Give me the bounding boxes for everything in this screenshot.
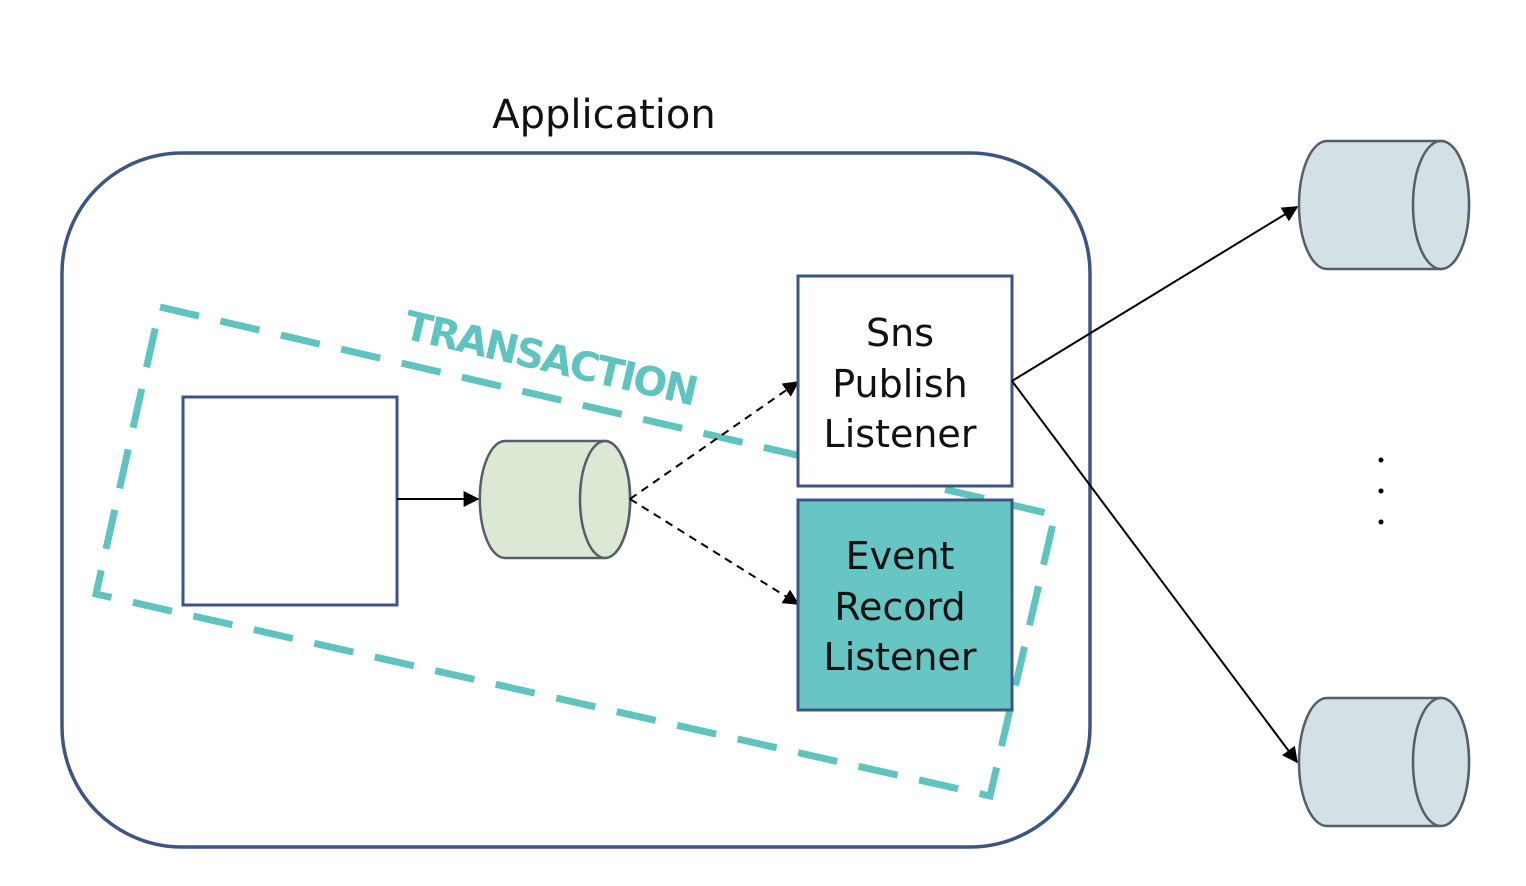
sns-listener-line-2: Publish xyxy=(832,362,967,406)
event-record-listener: Event Record Listener xyxy=(796,498,1014,712)
sns-listener-line-1: Sns xyxy=(866,311,934,355)
application-title: Application xyxy=(492,92,716,138)
arrow-sns-to-external-queue-bottom xyxy=(1011,380,1298,764)
arrow-queue-to-sns-listener xyxy=(629,381,800,500)
event-queue-cylinder xyxy=(478,439,632,560)
external-queue-top-cylinder xyxy=(1297,139,1471,271)
sns-listener-line-3: Listener xyxy=(824,412,977,456)
external-queue-bottom-cylinder xyxy=(1297,696,1471,828)
source-box xyxy=(181,395,399,607)
more-queues-ellipsis xyxy=(1378,457,1384,525)
event-record-listener-line-3: Listener xyxy=(824,635,977,679)
sns-publish-listener: Sns Publish Listener xyxy=(796,274,1014,488)
arrow-queue-to-event-record-listener xyxy=(629,498,800,605)
event-record-listener-line-1: Event xyxy=(846,534,955,578)
application-container xyxy=(60,151,1092,849)
arrow-sns-to-external-queue-top xyxy=(1011,206,1299,382)
event-record-listener-line-2: Record xyxy=(834,585,965,629)
transaction-boundary xyxy=(91,302,1060,801)
